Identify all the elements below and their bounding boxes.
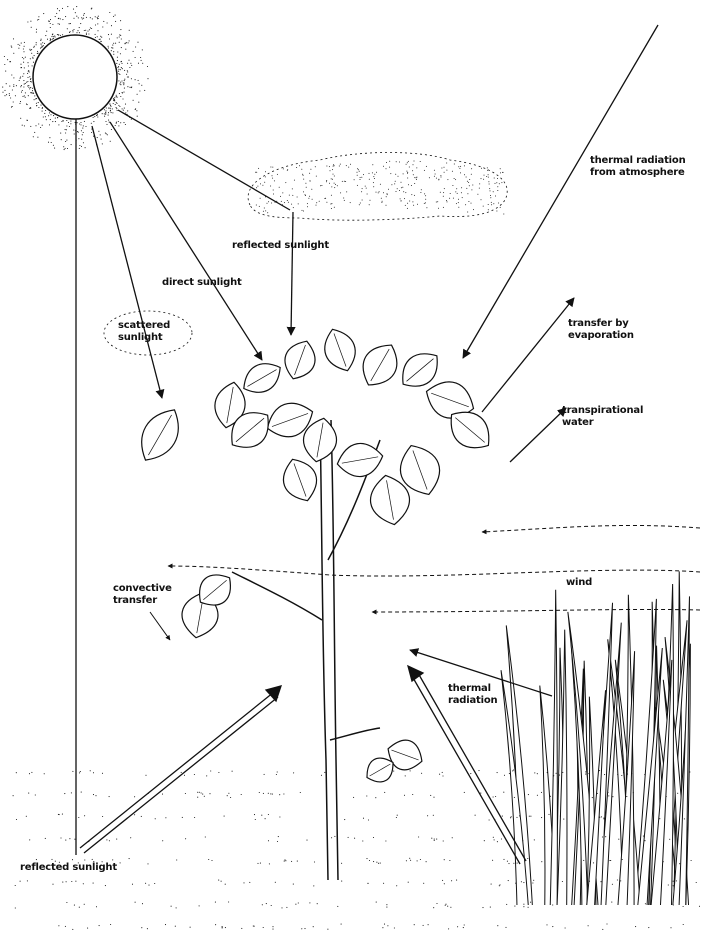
label-scattered-sunlight: scattered sunlight bbox=[118, 320, 170, 344]
ray-scattered bbox=[92, 126, 162, 398]
label-transpirational-water: transpirational water bbox=[562, 405, 643, 429]
cloud bbox=[248, 153, 507, 221]
label-convective-transfer: convective transfer bbox=[113, 583, 172, 607]
label-thermal-radiation-atmosphere: thermal radiation from atmosphere bbox=[590, 155, 686, 179]
arrow-reflected-cloud bbox=[291, 212, 293, 335]
grass-tuft bbox=[501, 571, 690, 905]
label-direct-sunlight: direct sunlight bbox=[162, 277, 242, 289]
arrow-evaporation bbox=[482, 298, 574, 412]
ray-to-cloud bbox=[118, 110, 290, 210]
label-wind: wind bbox=[566, 577, 592, 589]
label-thermal-radiation-ground: thermal radiation bbox=[448, 683, 497, 707]
label-reflected-sunlight-cloud: reflected sunlight bbox=[232, 240, 329, 252]
wind-arrows bbox=[168, 525, 700, 612]
grass-blade bbox=[550, 590, 557, 905]
sun-rays bbox=[76, 110, 290, 855]
label-reflected-sunlight-ground: reflected sunlight bbox=[20, 862, 117, 874]
cloud-stipple bbox=[255, 161, 504, 215]
label-transfer-by-evaporation: transfer by evaporation bbox=[568, 318, 634, 342]
arrow-convective bbox=[150, 612, 170, 640]
arrow-transpiration bbox=[510, 408, 566, 462]
arrow-thermal-atmosphere bbox=[463, 25, 658, 358]
